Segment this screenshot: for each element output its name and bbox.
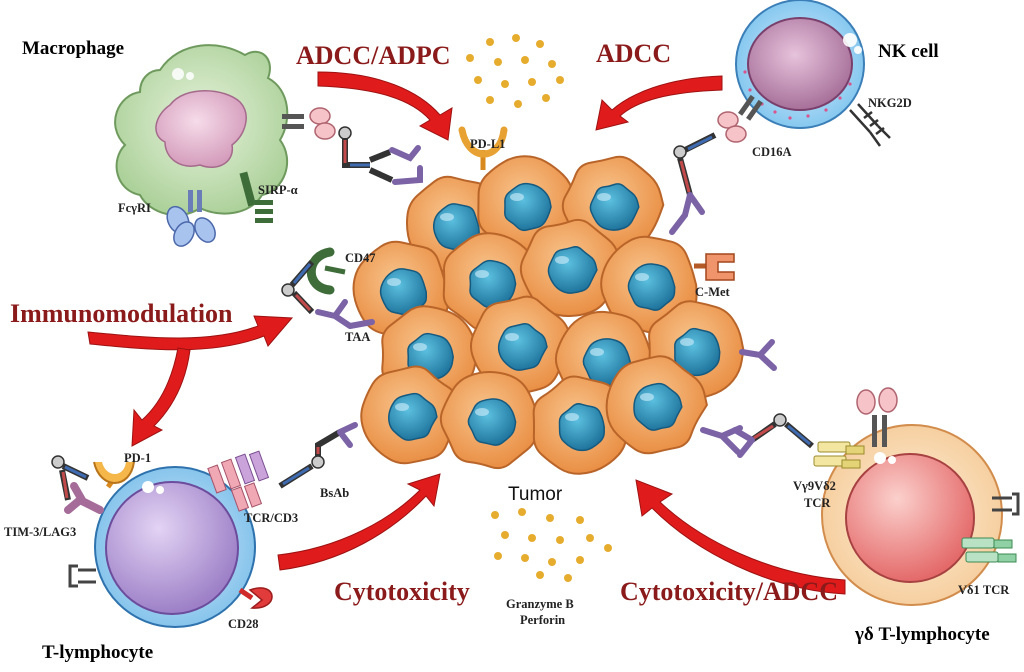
tumor-nucleus-highlight — [555, 256, 569, 264]
pd-l1-label: PD-L1 — [470, 137, 505, 151]
pd-1-label: PD-1 — [124, 451, 151, 465]
tumor-cell-nucleus — [467, 398, 517, 446]
nk-cell-label: NK cell — [878, 41, 939, 62]
t-cell-bsab — [278, 422, 358, 489]
tcr-cd3-label: TCR/CD3 — [244, 511, 298, 525]
immunomodulation-label: Immunomodulation — [10, 299, 233, 328]
cd47-ligand — [306, 247, 346, 295]
bsab-label: BsAb — [320, 486, 349, 500]
nk-nucleus — [747, 17, 853, 111]
arrow-immunomodulation — [87, 315, 294, 447]
t-cell-fc-receptor — [68, 564, 96, 588]
gd-t-lymphocyte-cell — [732, 387, 1020, 606]
perforin-label: Perforin — [520, 613, 565, 627]
cd16a-label: CD16A — [752, 145, 792, 159]
t-lymphocyte-label: T-lymphocyte — [42, 642, 153, 663]
tumor-nucleus-highlight — [635, 273, 649, 281]
nk-bsab — [669, 132, 717, 235]
sirp-alpha-receptor — [239, 171, 273, 223]
macrophage-highlight — [186, 72, 194, 80]
tumor-cell-nucleus — [504, 182, 552, 232]
tumor-antigen-right — [739, 339, 777, 371]
vd1-tcr — [961, 537, 1017, 563]
vd1-tcr-label: Vδ1 TCR — [958, 583, 1010, 597]
arrow-cytotoxicity — [277, 473, 441, 571]
t-lymphocyte-cell — [51, 422, 358, 628]
cytotoxicity-label: Cytotoxicity — [334, 577, 470, 606]
pd1-antibody — [51, 455, 90, 501]
tumor-cluster — [352, 155, 745, 475]
cytokine-granules-top — [466, 34, 564, 108]
granzyme-b-label: Granzyme B — [506, 597, 574, 611]
tumor-nucleus-highlight — [590, 348, 604, 356]
gd-t-lymphocyte-label: γδ T-lymphocyte — [854, 624, 990, 645]
tumor-nucleus-highlight — [395, 403, 409, 411]
c-met-receptor — [694, 253, 735, 281]
arrow-adcc — [595, 75, 723, 131]
tumor-nucleus-highlight — [505, 333, 519, 341]
arrow-cytotoxicity-adcc — [635, 479, 846, 595]
tcr-cd3-receptor — [207, 450, 270, 512]
tumor-nucleus-highlight — [597, 193, 611, 201]
macrophage-highlight — [172, 68, 184, 80]
tumor-nucleus-highlight — [680, 338, 694, 346]
tumor-nucleus-highlight — [440, 213, 454, 221]
cd16a-receptor — [717, 94, 763, 143]
taa-label: TAA — [345, 330, 370, 344]
tumor-cell — [605, 355, 708, 455]
tim3-lag3-receptor — [64, 482, 104, 514]
tumor-nucleus-highlight — [475, 408, 489, 416]
tumor-cell — [519, 218, 623, 318]
sirp-alpha-label: SIRP-α — [258, 183, 298, 197]
tumor-antigen-bottom-right — [700, 425, 743, 455]
tumor-nucleus-highlight — [640, 393, 654, 401]
macrophage-label: Macrophage — [22, 38, 124, 59]
tumor-cell — [532, 375, 629, 475]
tumor-cell-nucleus — [558, 403, 605, 452]
tim3-lag3-label: TIM-3/LAG3 — [4, 525, 76, 539]
cd47-antibody — [281, 260, 315, 315]
pd1-receptor — [93, 461, 135, 489]
nk-cell — [669, 0, 891, 235]
tumor-cell — [360, 365, 464, 465]
tumor-cell — [470, 295, 573, 395]
adcc-adpc-label: ADCC/ADPC — [296, 41, 451, 70]
nkg2d-label: NKG2D — [868, 96, 912, 110]
pd-l1-ligand — [458, 126, 508, 170]
tumor-nucleus-highlight — [510, 193, 524, 201]
tumor-nucleus-highlight — [475, 270, 489, 278]
granzyme-perforin-granules — [491, 508, 612, 582]
adcc-label: ADCC — [596, 39, 671, 68]
fcgri-label: FcγRI — [118, 201, 151, 215]
vg9vd2-label: Vγ9Vδ2 — [793, 479, 836, 493]
cd47-label: CD47 — [345, 251, 376, 265]
gd-t-cell-nucleus — [845, 453, 975, 583]
tumor-nucleus-highlight — [565, 413, 579, 421]
cd28-label: CD28 — [228, 617, 259, 631]
tumor-label: Tumor — [508, 484, 563, 505]
arrow-adcc-adpc — [317, 71, 453, 141]
tumor-nucleus-highlight — [413, 343, 427, 351]
macrophage-bsab — [338, 126, 423, 185]
fcgri-receptor — [166, 190, 216, 247]
vg9vd2-tcr — [813, 441, 865, 469]
nkg2d-receptor — [849, 103, 891, 147]
vg9vd2-tcr-label: TCR — [804, 496, 831, 510]
cd28-receptor — [238, 587, 273, 609]
gd-fc-receptor — [992, 492, 1020, 516]
tumor-cell-nucleus — [627, 263, 676, 311]
macrophage-cell — [114, 44, 423, 247]
tumor-nucleus-highlight — [387, 278, 401, 286]
c-met-label: C-Met — [695, 285, 731, 299]
macrophage-fc-receptor — [282, 107, 336, 140]
macrophage-nucleus — [155, 90, 247, 168]
gd-bsab — [732, 413, 814, 458]
taa-antigen — [315, 299, 375, 329]
t-cell-nucleus — [105, 481, 239, 615]
tumor-cell — [439, 370, 540, 470]
gd-top-receptor — [856, 387, 898, 447]
cytotoxicity-adcc-label: Cytotoxicity/ADCC — [620, 577, 838, 606]
